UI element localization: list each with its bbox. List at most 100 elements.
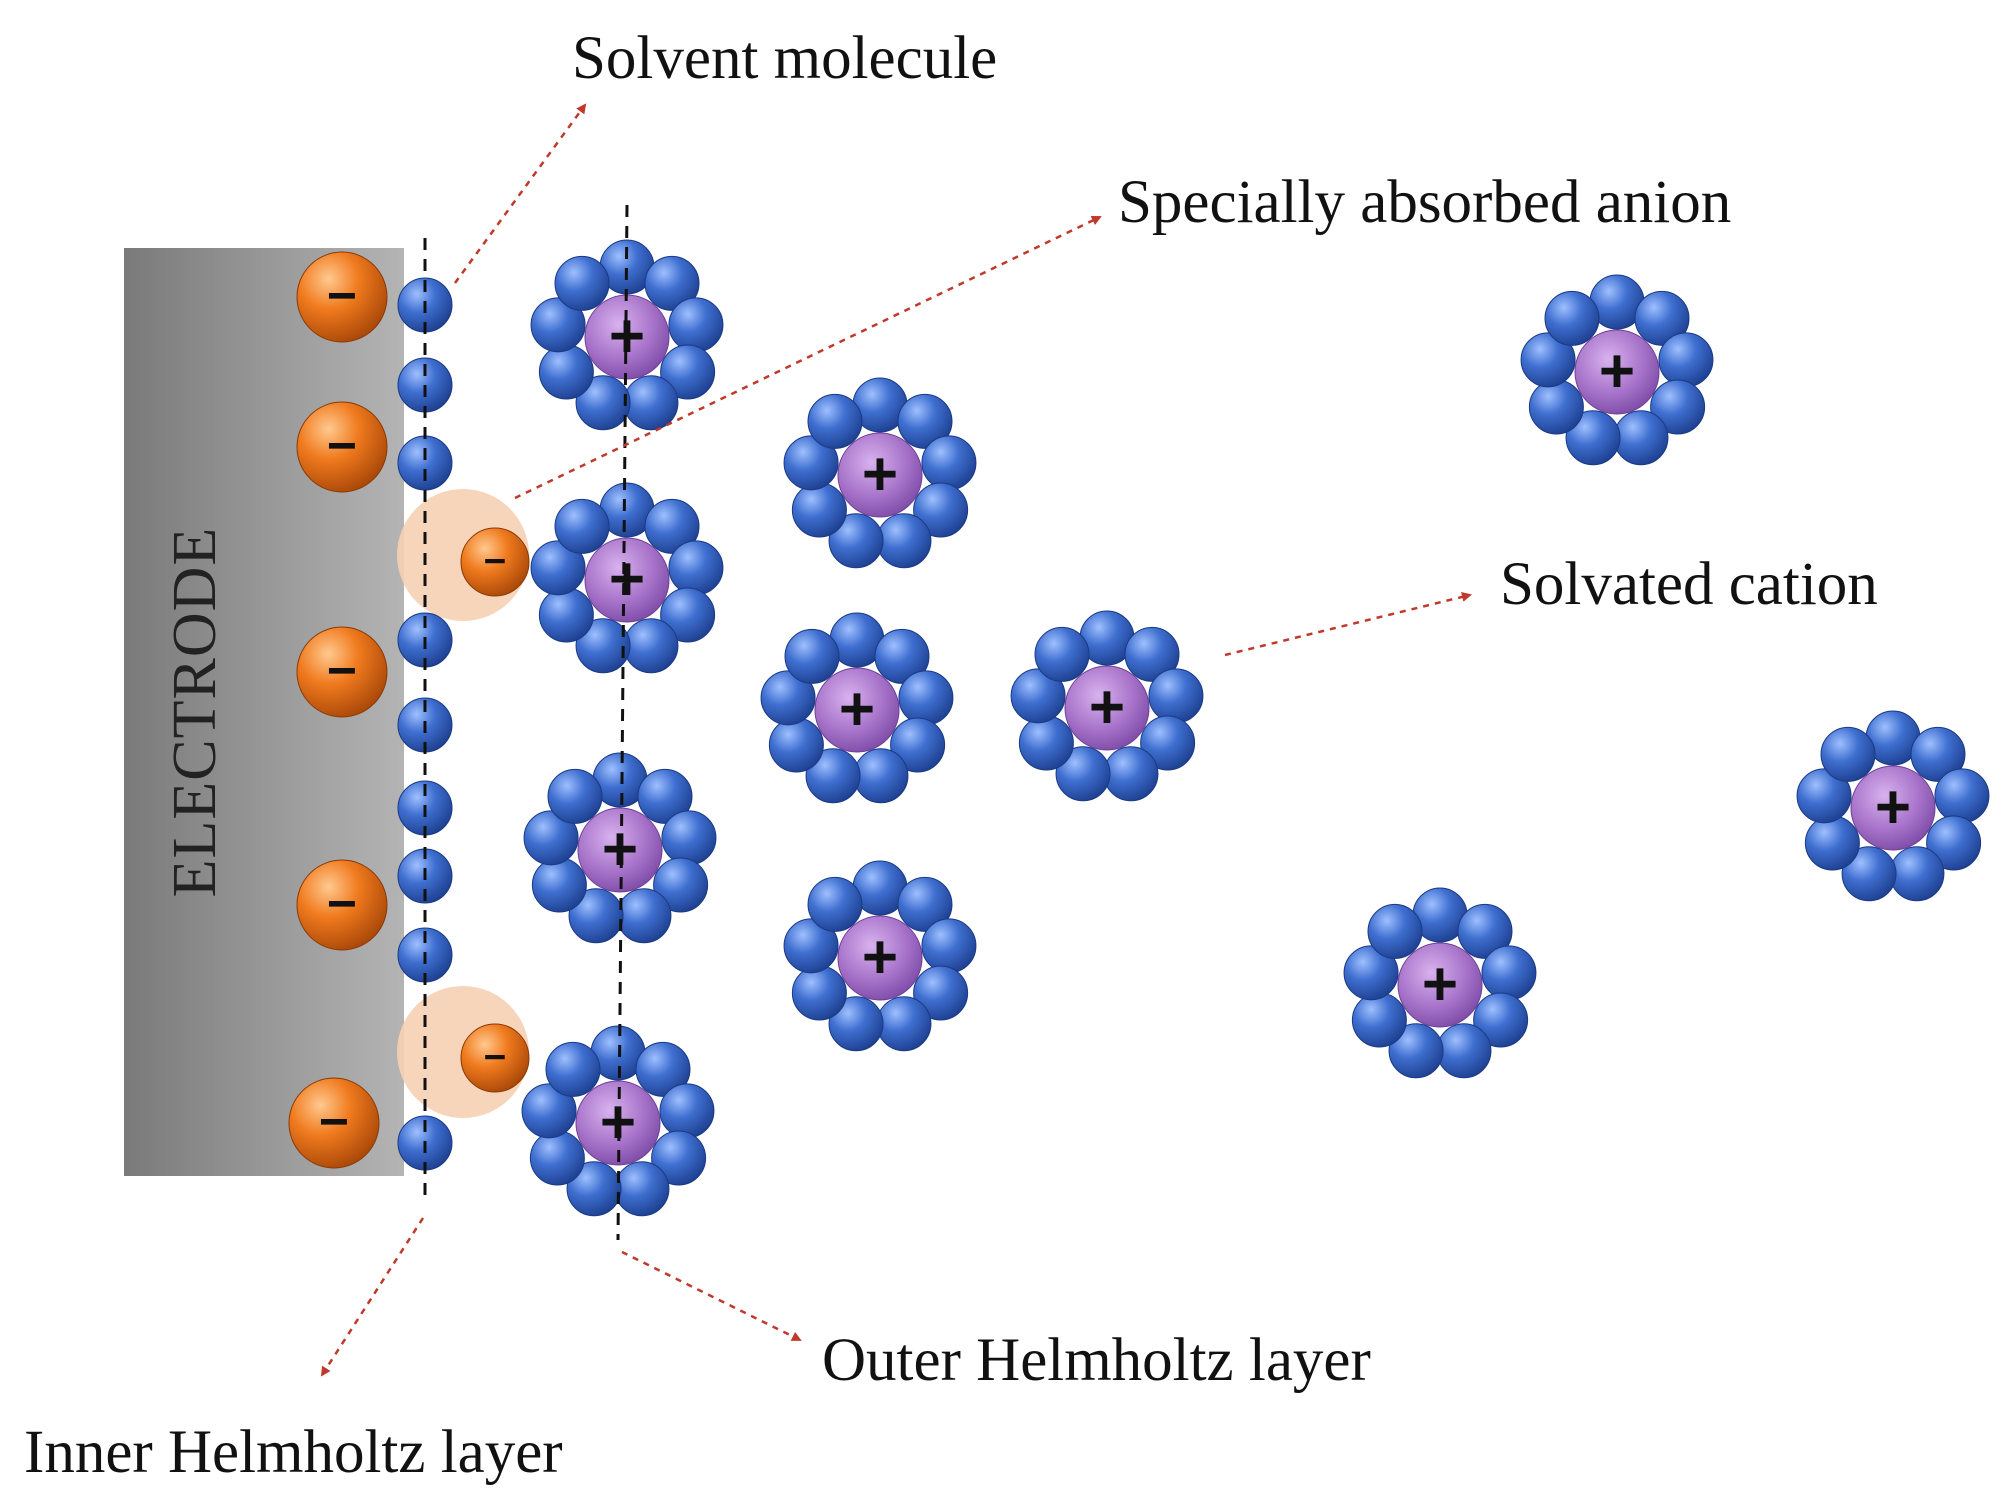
solvent-molecule xyxy=(1820,726,1876,782)
solvent-molecule xyxy=(768,717,824,773)
solvent-molecule xyxy=(659,1083,715,1139)
inner-helmholtz-arrow xyxy=(320,1217,425,1377)
solvent-molecule xyxy=(1457,903,1513,959)
cation-sign: + xyxy=(862,923,898,992)
solvent-molecule xyxy=(521,1083,577,1139)
solvent-molecule xyxy=(898,670,954,726)
solvent-molecule xyxy=(1613,410,1669,466)
solvent-molecule xyxy=(623,618,679,674)
solvent-molecule xyxy=(1796,768,1852,824)
cation-sign: + xyxy=(1875,773,1911,842)
solvent-molecule xyxy=(1658,332,1714,388)
solvated-cation: + xyxy=(523,752,717,944)
solvent-molecule xyxy=(783,435,839,491)
anion-sphere xyxy=(460,1023,530,1093)
anion: − xyxy=(296,401,388,493)
solvent-molecule xyxy=(1841,846,1897,902)
solvated-cation: + xyxy=(530,482,724,674)
solvent-molecule xyxy=(1544,290,1600,346)
label-solvated-cation: Solvated cation xyxy=(1500,551,1878,618)
solvent-molecule xyxy=(575,618,631,674)
solvent-molecule xyxy=(807,393,863,449)
solvent-molecule xyxy=(760,670,816,726)
solvent-molecule xyxy=(1481,945,1537,1001)
solvent-molecule xyxy=(668,540,724,596)
solvent-molecule xyxy=(921,435,977,491)
absorbed-anion-arrow xyxy=(514,215,1102,500)
solvent-molecule xyxy=(784,628,840,684)
solvent-molecule xyxy=(637,768,693,824)
solvent-molecule xyxy=(1934,768,1990,824)
solvent-molecule xyxy=(1436,1023,1492,1079)
anion-sphere xyxy=(296,251,388,343)
solvent-molecule xyxy=(791,482,847,538)
solvated-cation: + xyxy=(783,860,977,1052)
solvent-molecule xyxy=(913,482,969,538)
cation-sign: + xyxy=(609,545,645,614)
solvated-cations: +++++++++++ xyxy=(521,239,1990,1217)
label-inner-helmholtz-layer: Inner Helmholtz layer xyxy=(24,1419,563,1486)
solvent-molecule xyxy=(1388,1023,1444,1079)
solvent-molecule xyxy=(1650,379,1706,435)
solvent-molecule xyxy=(913,965,969,1021)
solvent-molecule xyxy=(397,435,453,491)
specially-absorbed-anions: −− xyxy=(460,527,530,1093)
solvent-molecule xyxy=(538,344,594,400)
solvent-molecule xyxy=(523,810,579,866)
cation-sign: + xyxy=(839,675,875,744)
solvent-molecule xyxy=(568,888,624,944)
solvent-molecule xyxy=(1010,668,1066,724)
cation-core xyxy=(1064,665,1150,751)
anion-sign: − xyxy=(327,266,357,324)
solvent-molecule xyxy=(876,513,932,569)
solvent-molecule xyxy=(1889,846,1945,902)
anion-sign: − xyxy=(327,874,357,932)
solvent-molecule xyxy=(668,297,724,353)
solvent-molecule xyxy=(660,587,716,643)
solvent-molecule xyxy=(531,857,587,913)
cation-core xyxy=(837,915,923,1001)
solvent-molecule xyxy=(1140,715,1196,771)
solvent-molecule xyxy=(874,628,930,684)
anion-sphere xyxy=(296,401,388,493)
solvent-molecule xyxy=(1343,945,1399,1001)
anion-sphere xyxy=(460,527,530,597)
cation-core xyxy=(814,667,900,753)
anion-sign: − xyxy=(484,540,507,583)
cation-sign: + xyxy=(602,815,638,884)
solvent-molecule xyxy=(547,768,603,824)
solvent-molecule xyxy=(530,540,586,596)
label-specially-absorbed-anion: Specially absorbed anion xyxy=(1118,169,1731,236)
solvent-molecule xyxy=(1528,379,1584,435)
solvent-molecule xyxy=(897,393,953,449)
cation-sign: + xyxy=(1599,337,1635,406)
cation-sign: + xyxy=(862,440,898,509)
outer-helmholtz-plane xyxy=(616,204,629,1241)
anion: − xyxy=(460,527,530,597)
solvent-molecule xyxy=(1148,668,1204,724)
solvated-cation: + xyxy=(760,612,954,804)
solvent-molecule xyxy=(529,1130,585,1186)
solvent-molecule xyxy=(876,996,932,1052)
solvent-molecule xyxy=(805,748,861,804)
cation-core xyxy=(1850,765,1936,851)
solvent-molecule xyxy=(545,1041,601,1097)
solvent-molecule xyxy=(1103,746,1159,802)
cation-core xyxy=(1397,942,1483,1028)
solvent-molecule xyxy=(644,255,700,311)
anion: − xyxy=(460,1023,530,1093)
solvent-molecule xyxy=(554,255,610,311)
solvent-molecule xyxy=(1351,992,1407,1048)
solvent-molecule xyxy=(1634,290,1690,346)
solvent-molecule xyxy=(538,587,594,643)
solvent-molecule xyxy=(1565,410,1621,466)
solvent-molecule xyxy=(1124,626,1180,682)
solvent-molecule xyxy=(1804,815,1860,871)
label-outer-helmholtz-layer: Outer Helmholtz layer xyxy=(822,1327,1371,1394)
solvent-molecule xyxy=(1910,726,1966,782)
callout-arrows xyxy=(320,103,1472,1377)
anion-sphere xyxy=(296,626,388,718)
solvated-cation: + xyxy=(1520,274,1714,466)
anion-sign: − xyxy=(319,1092,349,1150)
electrode-label: ELECTRODE xyxy=(161,527,229,898)
